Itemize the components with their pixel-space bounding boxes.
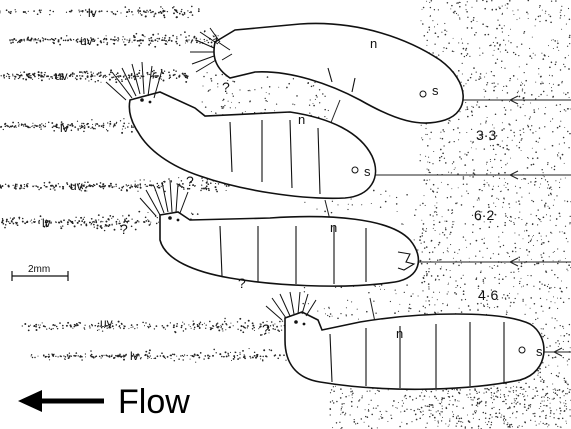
larva-1: n s bbox=[190, 22, 464, 124]
larva-3: n bbox=[139, 179, 420, 287]
larva-2: n s bbox=[105, 61, 377, 200]
scale-bar-label: 2mm bbox=[28, 264, 50, 275]
svg-text:?: ? bbox=[238, 275, 246, 291]
svg-text:?: ? bbox=[120, 221, 128, 237]
eye-2 bbox=[140, 98, 144, 102]
question-marks: ? ? ? ? ? bbox=[120, 79, 270, 337]
arrow-left-icon bbox=[18, 390, 42, 412]
value-3: 4·6 bbox=[478, 287, 498, 303]
label-s-4: s bbox=[536, 344, 543, 359]
label-n-3: n bbox=[330, 220, 337, 235]
label-lv-4: lv bbox=[130, 349, 139, 363]
flow-indicator: Flow bbox=[18, 383, 190, 421]
value-2: 6·2 bbox=[474, 207, 494, 223]
spiracle-4 bbox=[518, 346, 526, 354]
label-n-1: n bbox=[370, 36, 377, 51]
label-uv-3: uv bbox=[70, 179, 83, 193]
label-lv-3: lv bbox=[42, 216, 51, 230]
label-lv-2: lv bbox=[60, 121, 69, 135]
svg-text:?: ? bbox=[222, 79, 230, 95]
label-n-2: n bbox=[298, 112, 305, 127]
label-s-1: s bbox=[432, 83, 439, 98]
svg-text:?: ? bbox=[262, 321, 270, 337]
label-uv-1: uv bbox=[80, 34, 93, 48]
spiracle-2 bbox=[351, 166, 359, 174]
label-s-2: s bbox=[364, 164, 371, 179]
svg-text:?: ? bbox=[186, 173, 194, 189]
label-uv-4: uv bbox=[100, 316, 113, 330]
label-n-4: n bbox=[396, 326, 403, 341]
stream-labels: lv uv uv lv uv lv uv lv bbox=[42, 6, 139, 363]
label-lv-1: lv bbox=[88, 6, 97, 20]
value-1: 3·3 bbox=[476, 127, 496, 143]
scale-bar: 2mm bbox=[11, 264, 69, 281]
flow-label: Flow bbox=[118, 383, 190, 421]
spiracle-1 bbox=[419, 90, 427, 98]
larva-4: n s bbox=[265, 291, 545, 391]
label-uv-2: uv bbox=[55, 69, 68, 83]
